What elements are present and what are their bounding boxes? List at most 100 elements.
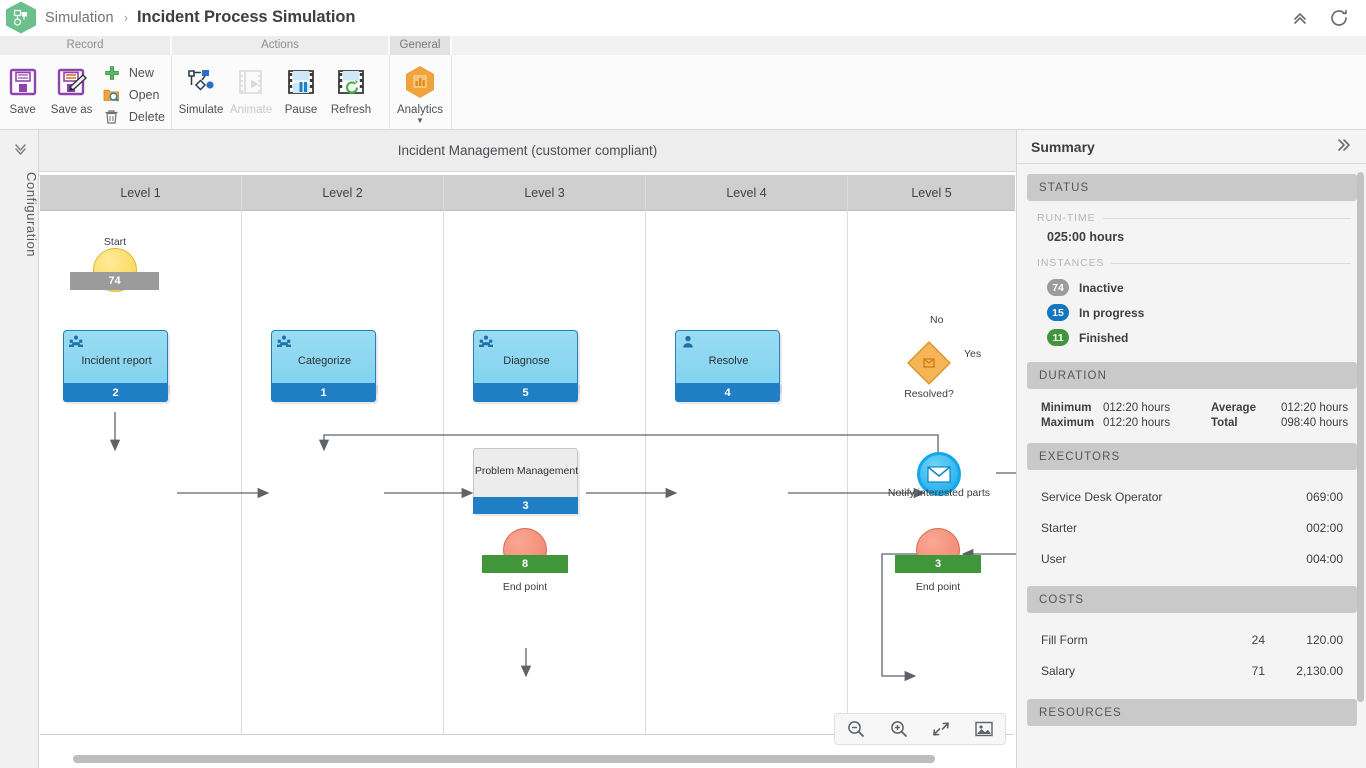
gateway-resolved[interactable] — [907, 341, 951, 385]
breadcrumb-separator: › — [123, 10, 129, 25]
export-image-icon[interactable] — [968, 716, 1000, 742]
task-diagnose[interactable]: Diagnose 5 — [473, 330, 578, 402]
delete-button[interactable]: Delete — [101, 106, 171, 128]
duration-value-minimum: 012:20 hours — [1103, 402, 1171, 414]
lane-header-level-4: Level 4 — [646, 175, 847, 211]
configuration-panel-toggle[interactable]: Configuration — [0, 130, 39, 768]
zoom-out-icon[interactable] — [840, 716, 872, 742]
section-header-status[interactable]: STATUS — [1027, 174, 1357, 201]
edge-label-no: No — [930, 314, 944, 326]
gateway-resolved-label: Resolved? — [904, 388, 954, 400]
ribbon-tab-actions[interactable]: Actions — [172, 36, 390, 55]
open-button[interactable]: Open — [101, 84, 171, 106]
lane-header-level-5: Level 5 — [848, 175, 1015, 211]
section-header-resources[interactable]: RESOURCES — [1027, 699, 1357, 726]
record-small-buttons: New Open — [101, 55, 171, 128]
duration-key-minimum: Minimum — [1041, 402, 1092, 414]
task-incident-report[interactable]: Incident report 2 — [63, 330, 168, 402]
executor-value: 002:00 — [1306, 520, 1343, 535]
canvas-hscrollbar-thumb[interactable] — [73, 755, 935, 763]
animate-icon — [236, 61, 266, 103]
cost-row: Salary 71 2,130.00 — [1027, 655, 1357, 686]
executor-row: User 004:00 — [1027, 543, 1357, 574]
chevron-down-icon[interactable]: ▼ — [416, 116, 424, 125]
message-event-notify[interactable] — [917, 452, 961, 496]
summary-content: STATUS RUN-TIME 025:00 hours INSTANCES 7… — [1017, 165, 1366, 768]
task-incident-report-count: 2 — [63, 383, 168, 402]
runtime-label: RUN-TIME — [1037, 212, 1096, 224]
task-diagnose-label: Diagnose — [503, 355, 550, 367]
instance-label-in-progress: In progress — [1079, 305, 1145, 320]
duration-key-average: Average — [1211, 402, 1256, 414]
message-event-notify-label: Notify interested parts — [887, 487, 991, 499]
ribbon-group-actions: Simulate Animate — [172, 55, 390, 130]
ribbon-body: Save Save as — [0, 55, 1366, 130]
new-button[interactable]: New — [101, 62, 171, 84]
chevron-double-up-icon[interactable] — [1289, 7, 1311, 29]
lane-level-1: Level 1 — [40, 175, 242, 735]
summary-scrollbar-thumb[interactable] — [1357, 172, 1364, 702]
breadcrumb-root[interactable]: Simulation — [45, 9, 114, 26]
duration-grid: Minimum 012:20 hours Average 012:20 hour… — [1027, 400, 1357, 429]
cost-name: Salary — [1041, 663, 1076, 678]
section-header-costs[interactable]: COSTS — [1027, 586, 1357, 613]
chevron-double-right-icon — [9, 141, 28, 156]
multi-user-icon — [478, 335, 494, 349]
section-header-executors[interactable]: EXECUTORS — [1027, 443, 1357, 470]
section-header-duration[interactable]: DURATION — [1027, 362, 1357, 389]
save-icon — [8, 61, 38, 103]
title-bar: Simulation › Incident Process Simulation — [0, 0, 1366, 36]
task-resolve-count: 4 — [675, 383, 780, 402]
executor-name: User — [1041, 551, 1067, 566]
ribbon-tab-record[interactable]: Record — [0, 36, 172, 55]
app-logo — [6, 1, 36, 34]
task-categorize-label: Categorize — [297, 355, 352, 367]
ribbon-group-general: Analytics ▼ — [390, 55, 452, 130]
configuration-label: Configuration — [24, 172, 39, 258]
save-as-label: Save as — [50, 104, 93, 116]
start-node-label: Start — [103, 236, 127, 248]
instances-rule — [1111, 262, 1351, 264]
fit-to-screen-icon[interactable] — [925, 716, 957, 742]
executor-row: Starter 002:00 — [1027, 512, 1357, 543]
executor-value: 004:00 — [1306, 551, 1343, 566]
duration-key-total: Total — [1211, 417, 1238, 429]
instance-label-inactive: Inactive — [1079, 280, 1124, 295]
diagram-canvas[interactable]: Incident Management (customer compliant)… — [39, 130, 1016, 768]
runtime-value: 025:00 hours — [1047, 230, 1125, 244]
lane-level-2: Level 2 — [242, 175, 444, 735]
refresh-simulation-button[interactable]: Refresh — [326, 55, 376, 127]
trash-icon — [101, 107, 123, 127]
refresh-label: Refresh — [330, 104, 372, 116]
save-as-button[interactable]: Save as — [45, 55, 98, 127]
simulate-icon — [185, 61, 217, 103]
summary-title: Summary — [1031, 138, 1095, 155]
instance-count-inactive: 74 — [1047, 279, 1069, 296]
cost-count: 24 — [1251, 632, 1265, 647]
ribbon-tab-general[interactable]: General — [390, 36, 452, 55]
page-title: Incident Process Simulation — [137, 8, 356, 26]
zoom-in-icon[interactable] — [883, 716, 915, 742]
multi-user-icon — [276, 335, 292, 349]
analytics-button[interactable]: Analytics ▼ — [395, 55, 445, 127]
subprocess-problem-management[interactable]: Problem Management 3 — [473, 448, 578, 514]
lane-header-level-2: Level 2 — [242, 175, 443, 211]
duration-value-total: 098:40 hours — [1281, 417, 1349, 429]
simulate-button[interactable]: Simulate — [176, 55, 226, 127]
titlebar-actions — [1289, 7, 1350, 29]
duration-value-average: 012:20 hours — [1281, 402, 1349, 414]
swimlanes: Level 1 Level 2 Level 3 Level 4 Level 5 — [40, 175, 1015, 735]
subheader-instances: INSTANCES — [1027, 257, 1357, 269]
refresh-film-icon — [336, 61, 366, 103]
canvas-zoom-toolbar — [834, 713, 1006, 745]
refresh-icon[interactable] — [1328, 7, 1350, 29]
chevron-double-right-icon[interactable] — [1335, 137, 1352, 157]
start-event-count-marker: 74 — [70, 272, 159, 290]
task-resolve[interactable]: Resolve 4 — [675, 330, 780, 402]
save-button[interactable]: Save — [0, 55, 45, 127]
cost-name: Fill Form — [1041, 632, 1088, 647]
cost-row: Fill Form 24 120.00 — [1027, 624, 1357, 655]
lane-header-level-1: Level 1 — [40, 175, 241, 211]
pause-button[interactable]: Pause — [276, 55, 326, 127]
task-categorize[interactable]: Categorize 1 — [271, 330, 376, 402]
